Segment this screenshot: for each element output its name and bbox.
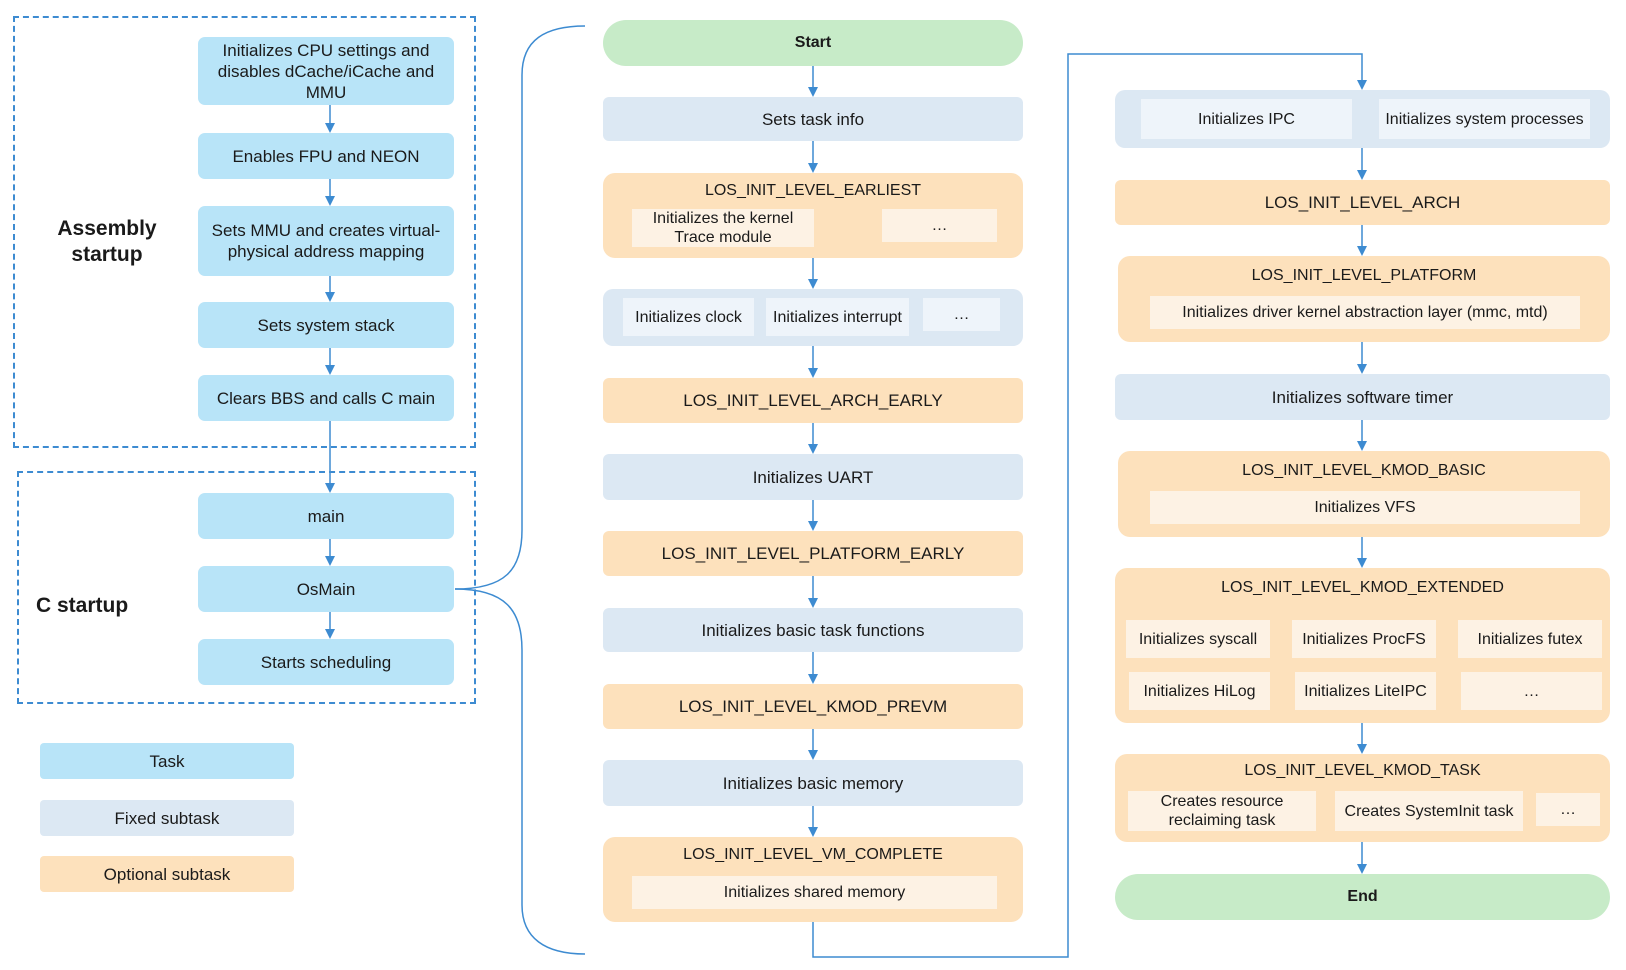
level-kmod-task-group: LOS_INIT_LEVEL_KMOD_TASK Creates resourc… bbox=[1115, 754, 1610, 842]
interrupt-init: Initializes interrupt bbox=[766, 298, 909, 336]
legend-task: Task bbox=[40, 743, 294, 779]
end-node: End bbox=[1115, 874, 1610, 920]
legend-optional-subtask: Optional subtask bbox=[40, 856, 294, 892]
osmain-brace-upper bbox=[454, 25, 586, 590]
step-clear-bbs: Clears BBS and calls C main bbox=[198, 375, 454, 421]
uart-init: Initializes UART bbox=[603, 454, 1023, 500]
c-startup-label: C startup bbox=[36, 594, 129, 617]
basic-task-init: Initializes basic task functions bbox=[603, 608, 1023, 652]
procfs-init: Initializes ProcFS bbox=[1292, 620, 1436, 658]
level-kmod-basic-title: LOS_INIT_LEVEL_KMOD_BASIC bbox=[1242, 462, 1486, 479]
level-platform-group: LOS_INIT_LEVEL_PLATFORM Initializes driv… bbox=[1118, 256, 1610, 342]
shared-memory-init: Initializes shared memory bbox=[632, 876, 997, 909]
step-start-scheduling: Starts scheduling bbox=[198, 639, 454, 685]
start-node: Start bbox=[603, 20, 1023, 66]
assembly-startup-group bbox=[13, 16, 476, 448]
step-set-mmu: Sets MMU and creates virtual-physical ad… bbox=[198, 206, 454, 276]
level-vm-complete-group: LOS_INIT_LEVEL_VM_COMPLETE Initializes s… bbox=[603, 837, 1023, 922]
level-earliest-title: LOS_INIT_LEVEL_EARLIEST bbox=[704, 182, 922, 199]
futex-init: Initializes futex bbox=[1458, 620, 1602, 658]
level-arch: LOS_INIT_LEVEL_ARCH bbox=[1115, 180, 1610, 225]
set-task-info: Sets task info bbox=[603, 97, 1023, 141]
software-timer-init: Initializes software timer bbox=[1115, 374, 1610, 420]
hilog-init: Initializes HiLog bbox=[1129, 672, 1270, 710]
level-vm-complete-title: LOS_INIT_LEVEL_VM_COMPLETE bbox=[683, 846, 943, 863]
assembly-startup-label: Assembly startup bbox=[57, 217, 157, 266]
step-osmain: OsMain bbox=[198, 566, 454, 612]
trace-module-init: Initializes the kernel Trace module bbox=[632, 209, 814, 247]
flow-arrows bbox=[325, 53, 1367, 958]
level-platform-title: LOS_INIT_LEVEL_PLATFORM bbox=[1251, 267, 1477, 284]
level-kmod-extended-group: LOS_INIT_LEVEL_KMOD_EXTENDED Initializes… bbox=[1115, 568, 1610, 723]
ipc-init: Initializes IPC bbox=[1141, 99, 1352, 139]
level-kmod-prevm: LOS_INIT_LEVEL_KMOD_PREVM bbox=[603, 684, 1023, 729]
driver-kernel-abstraction-init: Initializes driver kernel abstraction la… bbox=[1150, 296, 1580, 329]
basic-memory-init: Initializes basic memory bbox=[603, 760, 1023, 806]
kmod-task-more: … bbox=[1536, 793, 1600, 826]
level-kmod-extended-title: LOS_INIT_LEVEL_KMOD_EXTENDED bbox=[1221, 579, 1504, 596]
kmod-extended-more: … bbox=[1461, 672, 1602, 710]
level-earliest-group: LOS_INIT_LEVEL_EARLIEST Initializes the … bbox=[603, 173, 1023, 258]
earliest-more: … bbox=[882, 209, 997, 242]
step-enable-fpu: Enables FPU and NEON bbox=[198, 133, 454, 179]
step-main: main bbox=[198, 493, 454, 539]
step-init-cpu: Initializes CPU settings and disables dC… bbox=[198, 37, 454, 105]
step-system-stack: Sets system stack bbox=[198, 302, 454, 348]
level-platform-early: LOS_INIT_LEVEL_PLATFORM_EARLY bbox=[603, 531, 1023, 576]
osmain-brace-lower bbox=[454, 588, 586, 955]
clock-group-more: … bbox=[923, 298, 1000, 331]
level-kmod-basic-group: LOS_INIT_LEVEL_KMOD_BASIC Initializes VF… bbox=[1118, 451, 1610, 537]
vfs-init: Initializes VFS bbox=[1150, 491, 1580, 524]
clock-init: Initializes clock bbox=[623, 298, 754, 336]
ipc-process-group: Initializes IPC Initializes system proce… bbox=[1115, 90, 1610, 148]
c-startup-group bbox=[17, 471, 476, 704]
liteipc-init: Initializes LiteIPC bbox=[1295, 672, 1436, 710]
clock-interrupt-group: Initializes clock Initializes interrupt … bbox=[603, 289, 1023, 346]
resource-reclaim-task: Creates resource reclaiming task bbox=[1128, 791, 1316, 831]
syscall-init: Initializes syscall bbox=[1126, 620, 1270, 658]
level-arch-early: LOS_INIT_LEVEL_ARCH_EARLY bbox=[603, 378, 1023, 423]
system-processes-init: Initializes system processes bbox=[1379, 99, 1590, 139]
level-kmod-task-title: LOS_INIT_LEVEL_KMOD_TASK bbox=[1244, 762, 1481, 779]
legend-fixed-subtask: Fixed subtask bbox=[40, 800, 294, 836]
systeminit-task: Creates SystemInit task bbox=[1335, 791, 1523, 831]
